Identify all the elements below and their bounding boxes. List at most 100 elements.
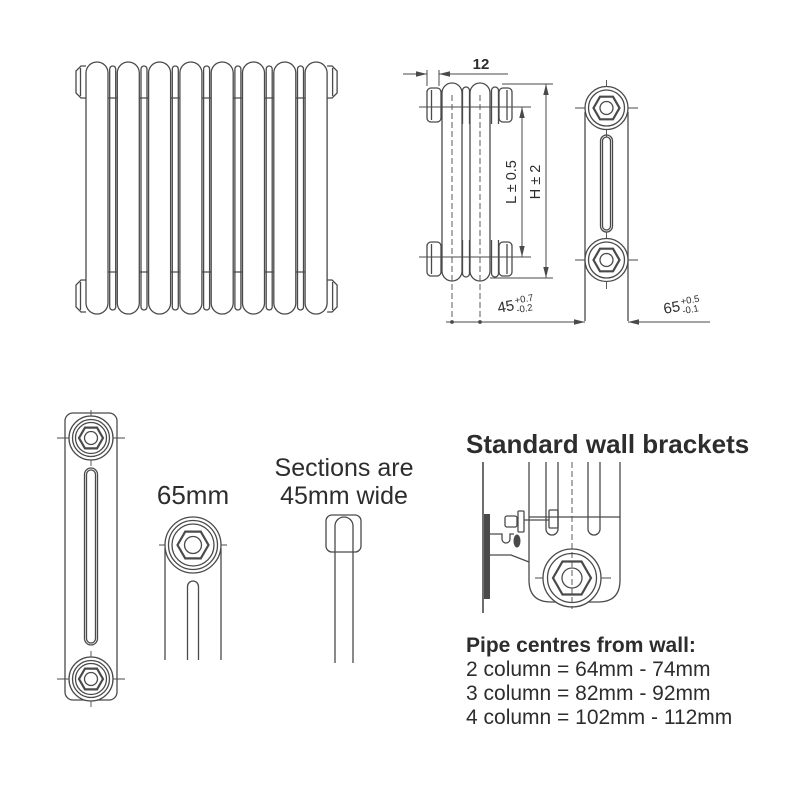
- arrowhead: [519, 246, 525, 257]
- bushing-ring: [171, 523, 215, 567]
- back-tube: [109, 65, 117, 311]
- front-tube: [304, 61, 328, 315]
- pipe-centres-row: 2 column = 64mm - 74mm: [466, 658, 711, 681]
- radiator-section-fragment-view: 12 L ± 0.5 H ± 2 45 +0.7 -0.2: [403, 56, 560, 324]
- hex-nut: [592, 247, 621, 273]
- back-tube: [296, 65, 305, 311]
- bracket-screw: [513, 534, 521, 548]
- fork-outer-line: [164, 548, 222, 660]
- hex-nut: [77, 426, 105, 450]
- arrowhead: [543, 267, 549, 278]
- arrowhead: [574, 319, 585, 325]
- extension-line: [490, 83, 553, 279]
- back-tube-arch: [490, 240, 500, 278]
- pipe-centres-row: 3 column = 82mm - 92mm: [466, 682, 711, 705]
- radiator-side-view: 65 +0.5 -0.1: [553, 80, 710, 325]
- header-end-cap: [426, 241, 442, 277]
- back-tube-arch: [461, 240, 471, 278]
- bushing-ring: [71, 418, 111, 458]
- radiator-front-view: [75, 61, 338, 315]
- header-end-cap: [426, 87, 442, 123]
- bushing-ring: [74, 421, 108, 455]
- dimension-top-width: 12: [403, 56, 508, 86]
- bushing-outer: [584, 85, 629, 131]
- dimension-height: H ± 2: [490, 83, 553, 279]
- bushing-bore: [83, 430, 99, 446]
- tube-pair: [545, 462, 559, 536]
- dim-column-depth-lower: -0.1: [682, 303, 700, 317]
- back-tube: [140, 65, 148, 311]
- dim-length-label: L ± 0.5: [504, 160, 520, 204]
- section-tube-profile: [334, 516, 354, 663]
- front-tube: [273, 61, 297, 315]
- header-end-cap: [498, 241, 513, 277]
- end-cap: [75, 65, 86, 99]
- arrowhead: [439, 71, 450, 77]
- back-tube: [265, 65, 273, 311]
- end-cap: [327, 279, 338, 313]
- air-vent-slot-inner: [601, 136, 612, 231]
- column-side-detail: [57, 410, 125, 707]
- dim-section-pitch-lower: -0.2: [516, 302, 534, 316]
- header-end-cap: [498, 87, 513, 123]
- bushing-ring: [167, 519, 219, 571]
- back-tube: [171, 65, 179, 311]
- air-vent-slot-inner: [85, 469, 97, 644]
- dim-section-pitch-upper: +0.7: [514, 293, 534, 307]
- bushing-ring: [74, 662, 108, 696]
- dimension-point: [478, 320, 482, 324]
- hex-nut: [77, 667, 105, 691]
- back-tube: [202, 65, 211, 311]
- dimension-length: L ± 0.5: [504, 107, 525, 257]
- back-tube-arch: [461, 86, 471, 124]
- pipe-centres-heading: Pipe centres from wall:: [466, 634, 696, 657]
- bushing-ring: [587, 241, 626, 279]
- hex-nut: [551, 560, 593, 596]
- dimension-section-pitch: 45 +0.7 -0.2: [446, 293, 560, 324]
- section-note-line1: Sections are: [275, 454, 414, 482]
- bushing-outer: [164, 516, 222, 574]
- front-tube: [116, 61, 140, 315]
- wall-plate: [484, 514, 490, 599]
- section-cap: [325, 514, 362, 553]
- front-tube: [147, 61, 172, 315]
- wall-brackets-title: Standard wall brackets: [466, 429, 749, 459]
- column-depth-detail: 65mm: [157, 480, 229, 660]
- dim-12-label: 12: [473, 56, 490, 73]
- dim-height-label: H ± 2: [528, 165, 544, 200]
- arrowhead: [628, 319, 639, 325]
- section-width-detail: Sections are 45mm wide: [275, 454, 414, 663]
- bracket-bolt-head: [504, 515, 518, 528]
- dim-column-depth-upper: +0.5: [680, 294, 700, 308]
- dim-column-depth-value: 65: [662, 298, 681, 318]
- bracket-bolt-flange: [517, 510, 525, 533]
- arrowhead: [416, 71, 427, 77]
- bushing-bore: [599, 252, 614, 268]
- column-depth-label: 65mm: [157, 480, 229, 510]
- hex-nut: [592, 95, 621, 121]
- bushing-ring: [71, 659, 111, 699]
- front-tube: [241, 61, 266, 315]
- bracket-arm-bottom: [490, 554, 530, 563]
- extension-line: [426, 70, 440, 86]
- bushing-ring: [587, 89, 626, 127]
- dimension-point: [450, 320, 454, 324]
- hex-nut: [176, 530, 210, 560]
- arrowhead: [519, 107, 525, 118]
- back-tube: [234, 65, 242, 311]
- front-tube: [210, 61, 234, 315]
- bushing-bore: [599, 100, 614, 116]
- air-vent-slot: [83, 467, 99, 646]
- section-note-line2: 45mm wide: [280, 482, 408, 510]
- bushing-bore: [183, 535, 203, 555]
- front-tube: [179, 61, 203, 315]
- fork-inner-line: [186, 580, 200, 660]
- pipe-centres-row: 4 column = 102mm - 112mm: [466, 706, 732, 729]
- wall-bracket-detail: Standard wall brackets Pipe centres from…: [466, 429, 749, 729]
- end-cap: [327, 65, 338, 99]
- bushing-outer: [584, 237, 629, 283]
- tube-pair: [587, 462, 601, 536]
- tube-clamp: [548, 509, 559, 529]
